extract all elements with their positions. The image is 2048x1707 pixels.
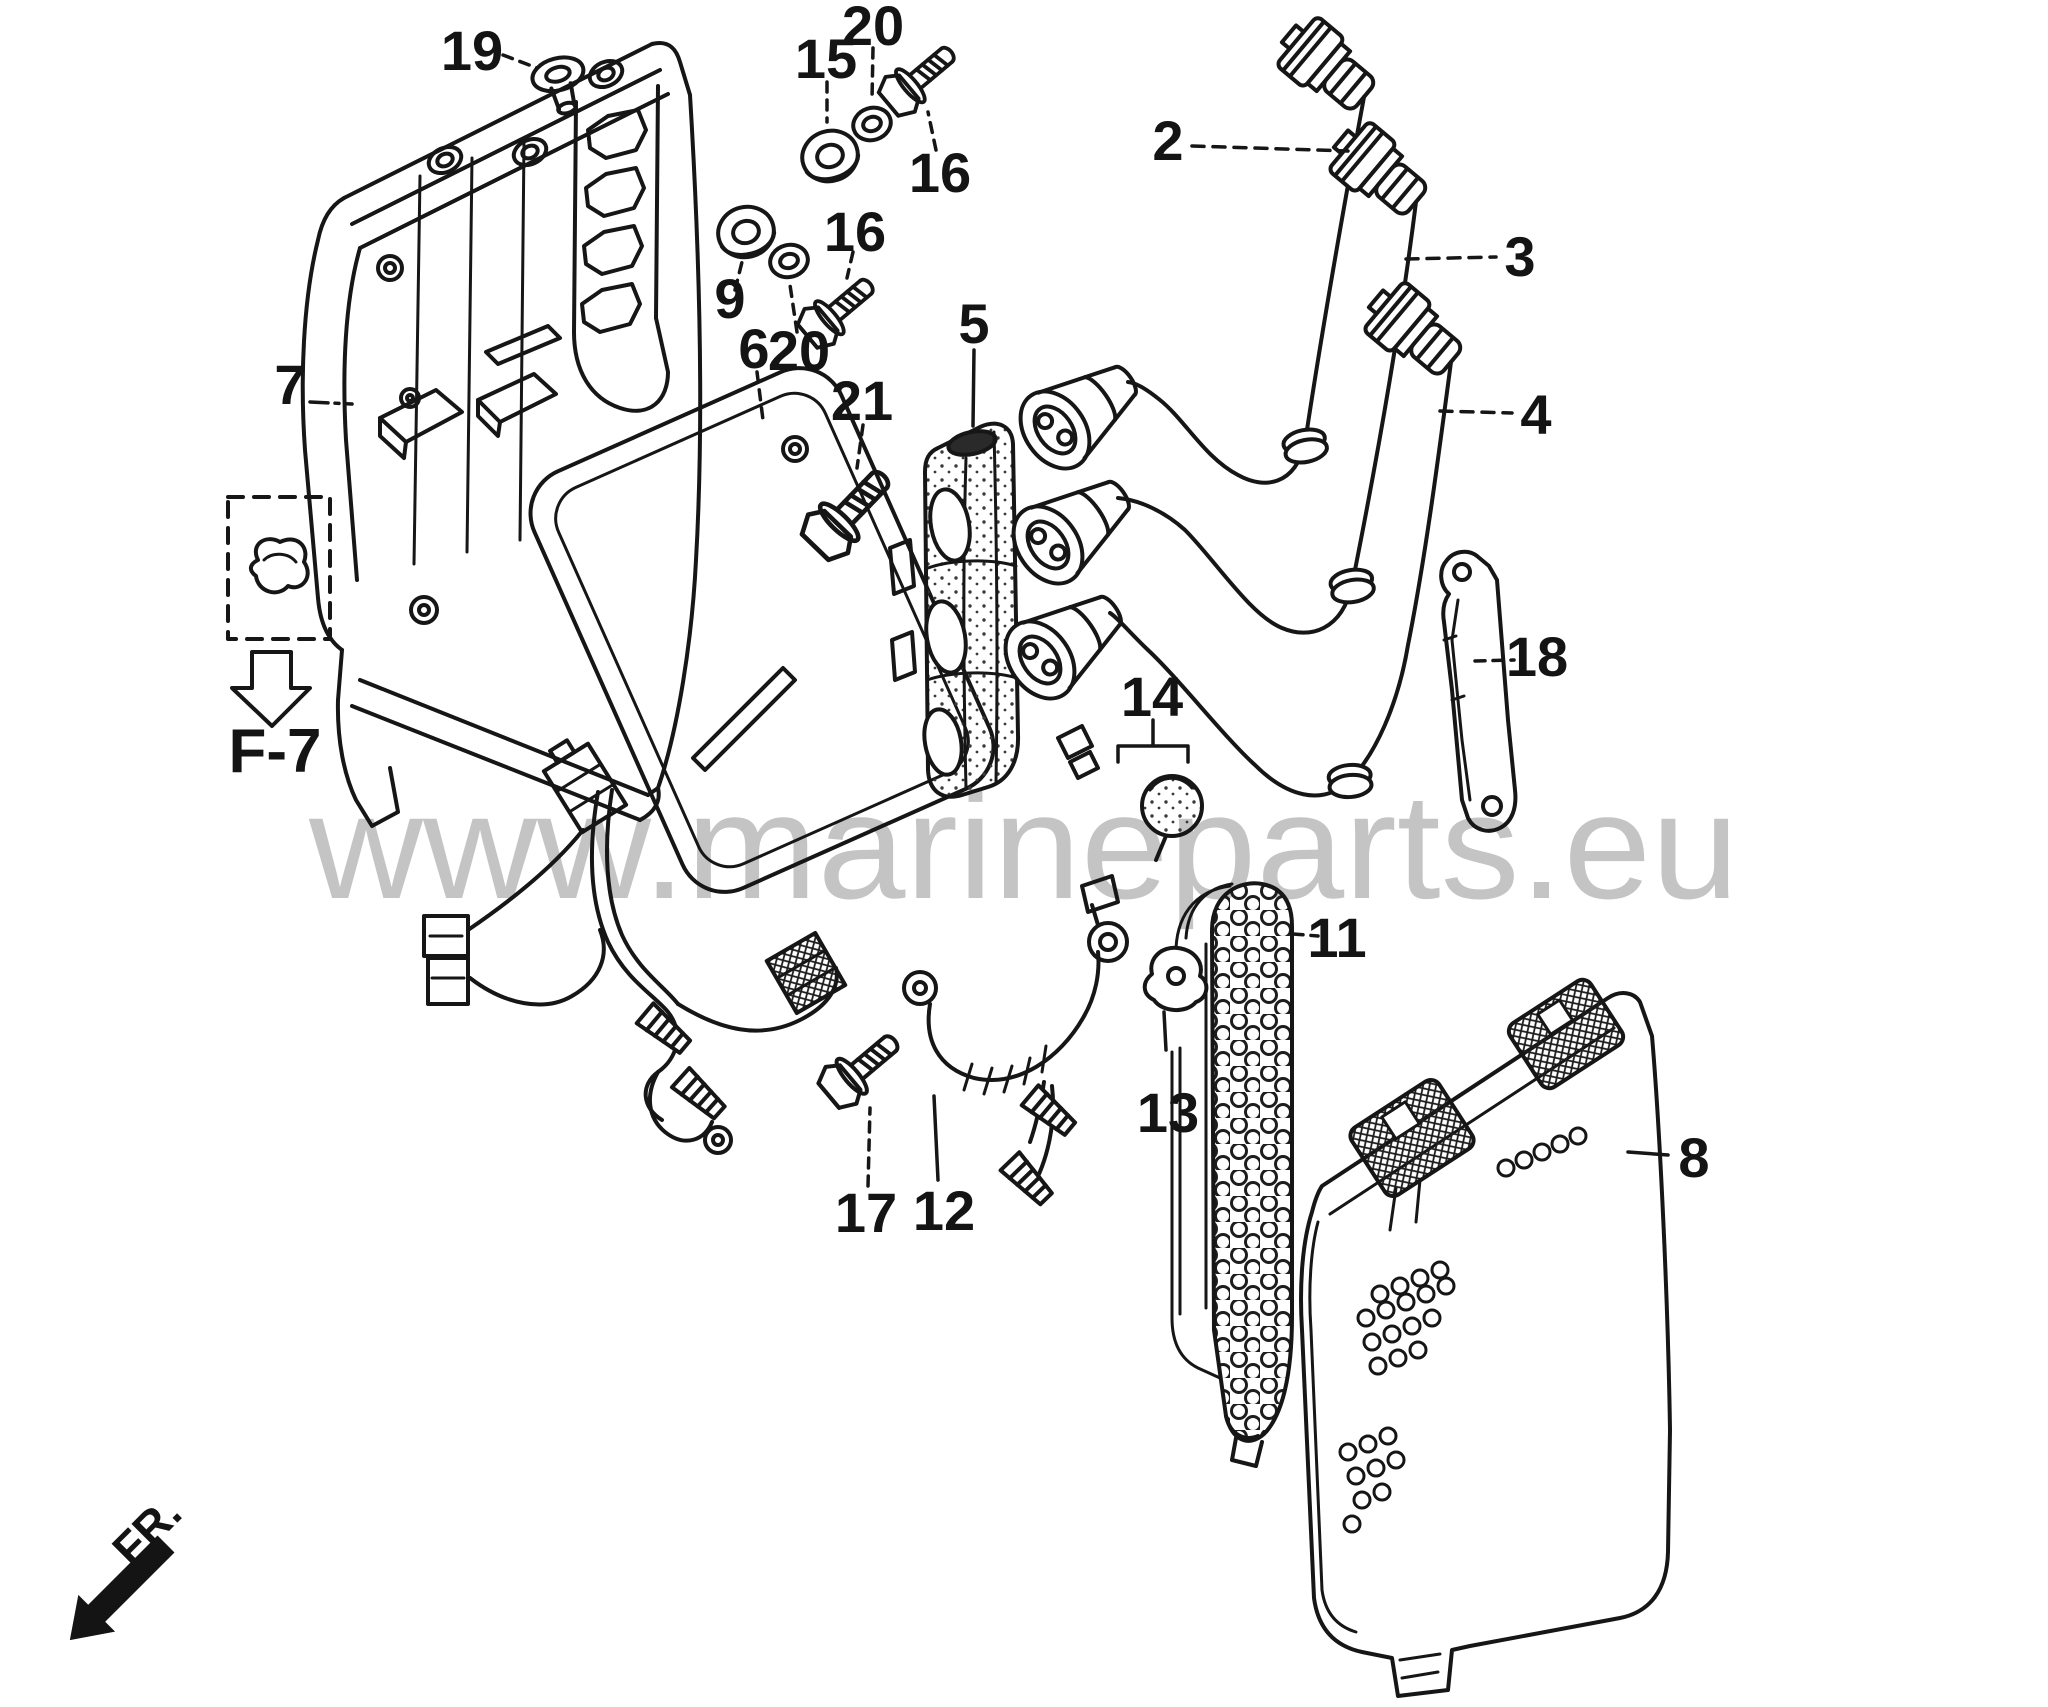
coil-spacer-5 (922, 421, 1021, 799)
callout-4: 4 (1520, 383, 1551, 446)
callout-11: 11 (1307, 906, 1366, 969)
wire-band-11 (1170, 881, 1294, 1468)
callout-18: 18 (1506, 625, 1568, 688)
frame-reference-f7 (226, 495, 332, 728)
washer-20-lower (764, 238, 814, 284)
callout-17: 17 (835, 1181, 897, 1244)
sub-wire-12 (902, 874, 1129, 1210)
fr-direction-arrow: FR. (69, 1486, 191, 1641)
grommet-14 (1140, 774, 1204, 862)
callout-9: 9 (714, 267, 745, 330)
spark-plug-wire-2 (1004, 7, 1387, 485)
side-bracket-18 (1439, 549, 1518, 833)
clamp-13 (1142, 945, 1209, 1012)
callout-16-lower: 16 (824, 200, 886, 263)
electric-bracket-panel-7 (300, 41, 703, 828)
callout-13: 13 (1137, 1081, 1199, 1144)
bolt-17 (811, 1019, 913, 1116)
cdi-unit-6 (528, 366, 996, 894)
callout-15: 15 (795, 27, 857, 90)
wire-harness (422, 724, 1100, 1155)
callout-19: 19 (441, 19, 503, 82)
callout-5: 5 (958, 292, 989, 355)
callout-3: 3 (1504, 225, 1535, 288)
clip-glyph (249, 537, 310, 595)
callout-7: 7 (274, 353, 305, 416)
watermark-text: www.marineparts.eu (308, 762, 1739, 930)
washer-20-top (846, 100, 898, 148)
callout-16-top: 16 (909, 141, 971, 204)
grommet-19 (530, 55, 586, 116)
spark-plug-wire-3 (997, 112, 1439, 635)
nut-9 (710, 198, 782, 266)
callout-2: 2 (1152, 109, 1183, 172)
leader-lines (308, 46, 1670, 1188)
callout-21: 21 (831, 369, 893, 432)
outer-cover-8 (1299, 977, 1672, 1698)
callout-6: 6 (738, 317, 769, 380)
spark-plug-wire-4 (989, 272, 1474, 801)
callout-20-lower: 20 (768, 319, 830, 382)
callout-8: 8 (1678, 1126, 1709, 1189)
callout-12: 12 (913, 1179, 975, 1242)
fr-label: FR. (102, 1486, 191, 1575)
callout-14: 14 (1121, 665, 1183, 728)
callout-20-top: 20 (842, 0, 904, 57)
frame-ref-label: F-7 (229, 717, 322, 786)
